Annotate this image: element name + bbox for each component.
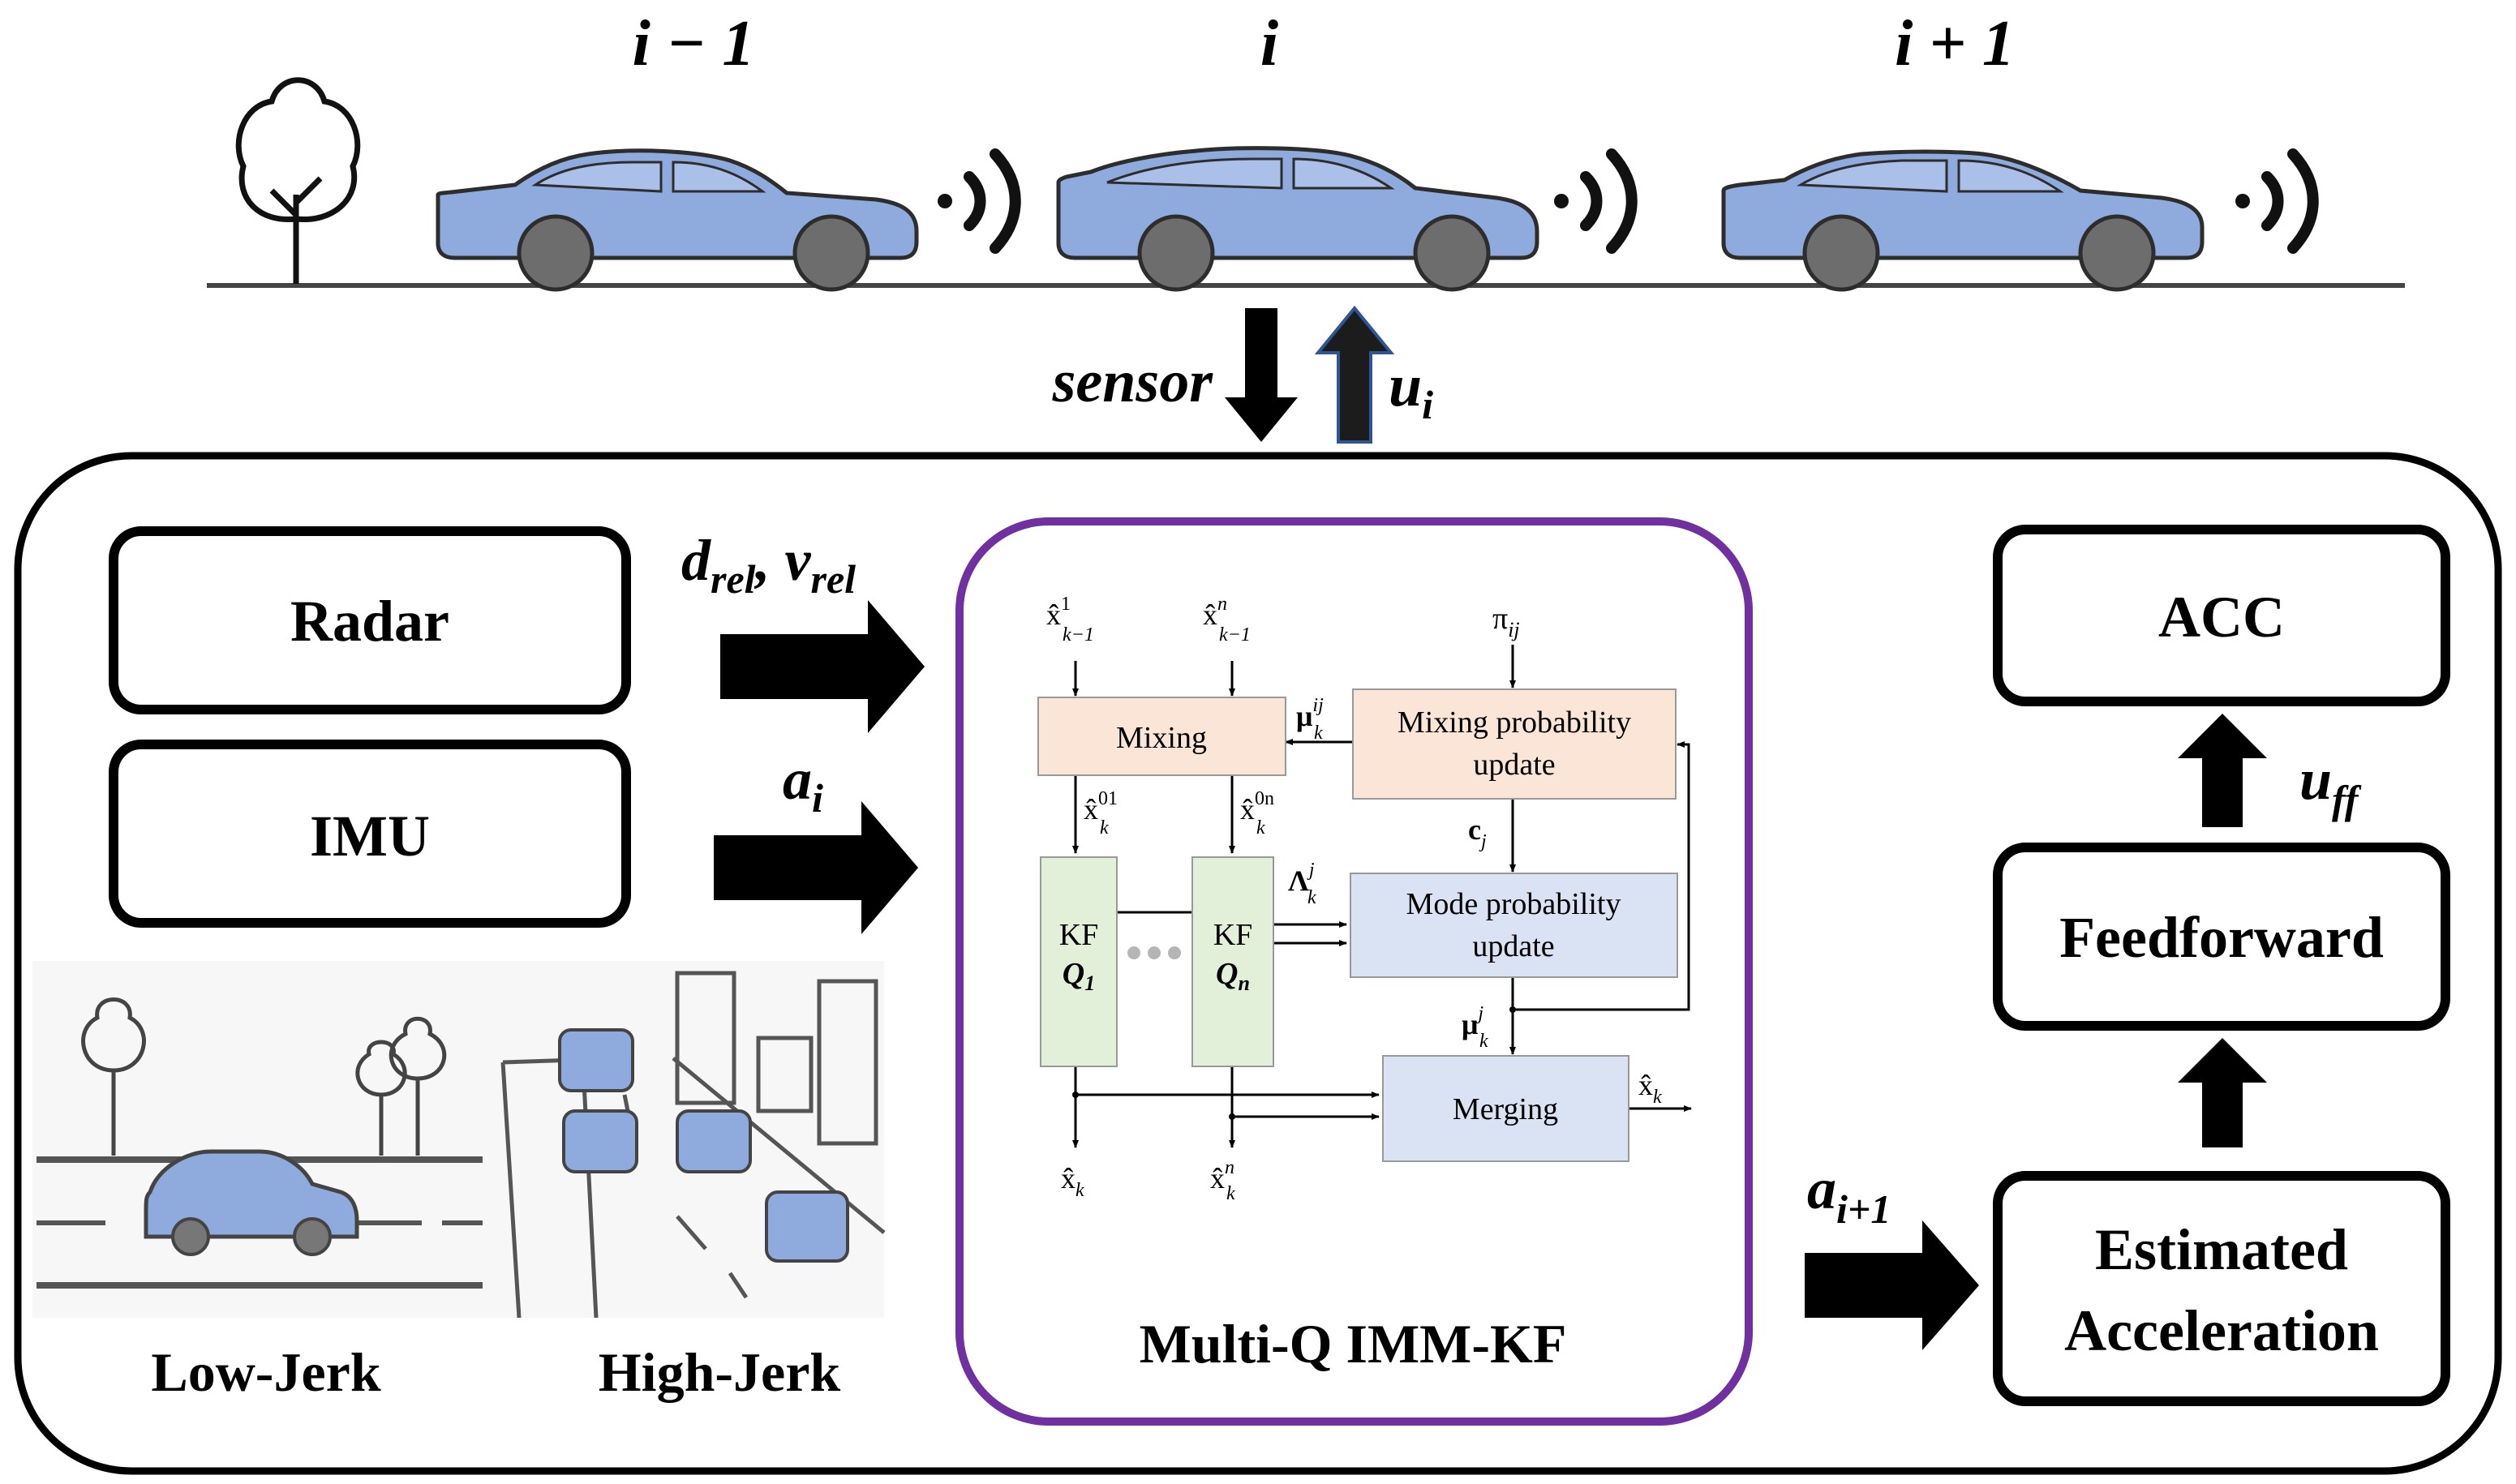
imm-flow-lines	[1072, 645, 1692, 1148]
acc-label: ACC	[2158, 585, 2285, 650]
ellipsis-icon	[1127, 946, 1181, 959]
imm-to-estimate-arrow	[1805, 1220, 1979, 1350]
vehicle-label-i-plus-1: i + 1	[1895, 8, 2015, 79]
radar-to-imm-arrow	[720, 600, 925, 733]
mixing-probability-block	[1352, 688, 1677, 800]
sensor-label: sensor	[1052, 349, 1214, 415]
high-jerk-illustration	[487, 961, 886, 1319]
mixing-label: Mixing	[1116, 721, 1207, 755]
estimate-to-ff-arrow	[2178, 1038, 2267, 1147]
a-next-label: ai+1	[1807, 1156, 1891, 1232]
kf-n-label: KF	[1213, 918, 1253, 952]
x-out-1: x̂k	[1061, 1162, 1084, 1201]
control-label: ui	[1389, 353, 1433, 427]
vehicle-label-i-minus-1: i − 1	[633, 8, 755, 79]
x-final: x̂k	[1638, 1069, 1662, 1108]
acc-box	[1993, 525, 2450, 706]
kf-block-1	[1040, 856, 1118, 1067]
mode-probability-block	[1350, 873, 1678, 978]
imu-signal-label: ai	[783, 747, 823, 821]
signal-icon	[2235, 148, 2319, 254]
kf-block-n	[1191, 856, 1274, 1067]
vehicle-i	[1056, 146, 1539, 292]
car-icon	[558, 1028, 849, 1263]
tree-icon	[81, 997, 447, 1156]
imu-box	[109, 740, 631, 928]
road-scene: i − 1 i i + 1	[207, 8, 2405, 292]
imu-to-imm-arrow	[714, 801, 918, 934]
vehicle-i-minus-1	[436, 148, 919, 292]
radar-signal-label: drel, vrel	[681, 528, 856, 602]
signal-icon	[1554, 148, 1638, 254]
low-jerk-illustration	[32, 961, 487, 1318]
estimated-acceleration-box	[1993, 1171, 2450, 1406]
kf-1-q: Q1	[1063, 957, 1095, 995]
radar-box	[109, 526, 631, 714]
kf-1-label: KF	[1059, 918, 1099, 952]
low-jerk-label: Low-Jerk	[151, 1341, 380, 1403]
vehicle-label-i: i	[1260, 8, 1278, 79]
feedforward-box	[1993, 843, 2450, 1031]
mixing-block	[1037, 697, 1286, 776]
control-arrow	[1314, 305, 1395, 444]
high-jerk-label: High-Jerk	[599, 1341, 841, 1403]
radar-label: Radar	[290, 589, 449, 654]
merging-label: Merging	[1453, 1092, 1558, 1126]
uff-label: uff	[2299, 747, 2362, 822]
vehicle-link: sensor ui	[1052, 305, 1433, 444]
imm-kf-title: Multi-Q IMM-KF	[1140, 1313, 1567, 1375]
signal-icon	[938, 148, 1021, 254]
car-icon	[144, 1149, 359, 1256]
tree-icon	[235, 77, 361, 284]
ff-to-acc-arrow	[2178, 714, 2267, 827]
pi-ij: πij	[1492, 602, 1520, 641]
imu-label: IMU	[310, 804, 430, 869]
merging-block	[1382, 1055, 1629, 1162]
ego-system-frame	[14, 452, 2502, 1475]
c-j: cj	[1468, 813, 1487, 852]
imm-junction-dots	[1072, 1006, 1516, 1120]
sensor-arrow	[1225, 308, 1298, 442]
vehicle-i-plus-1	[1721, 149, 2205, 292]
feedforward-label: Feedforward	[2059, 905, 2384, 970]
kf-n-q: Qn	[1216, 957, 1250, 995]
